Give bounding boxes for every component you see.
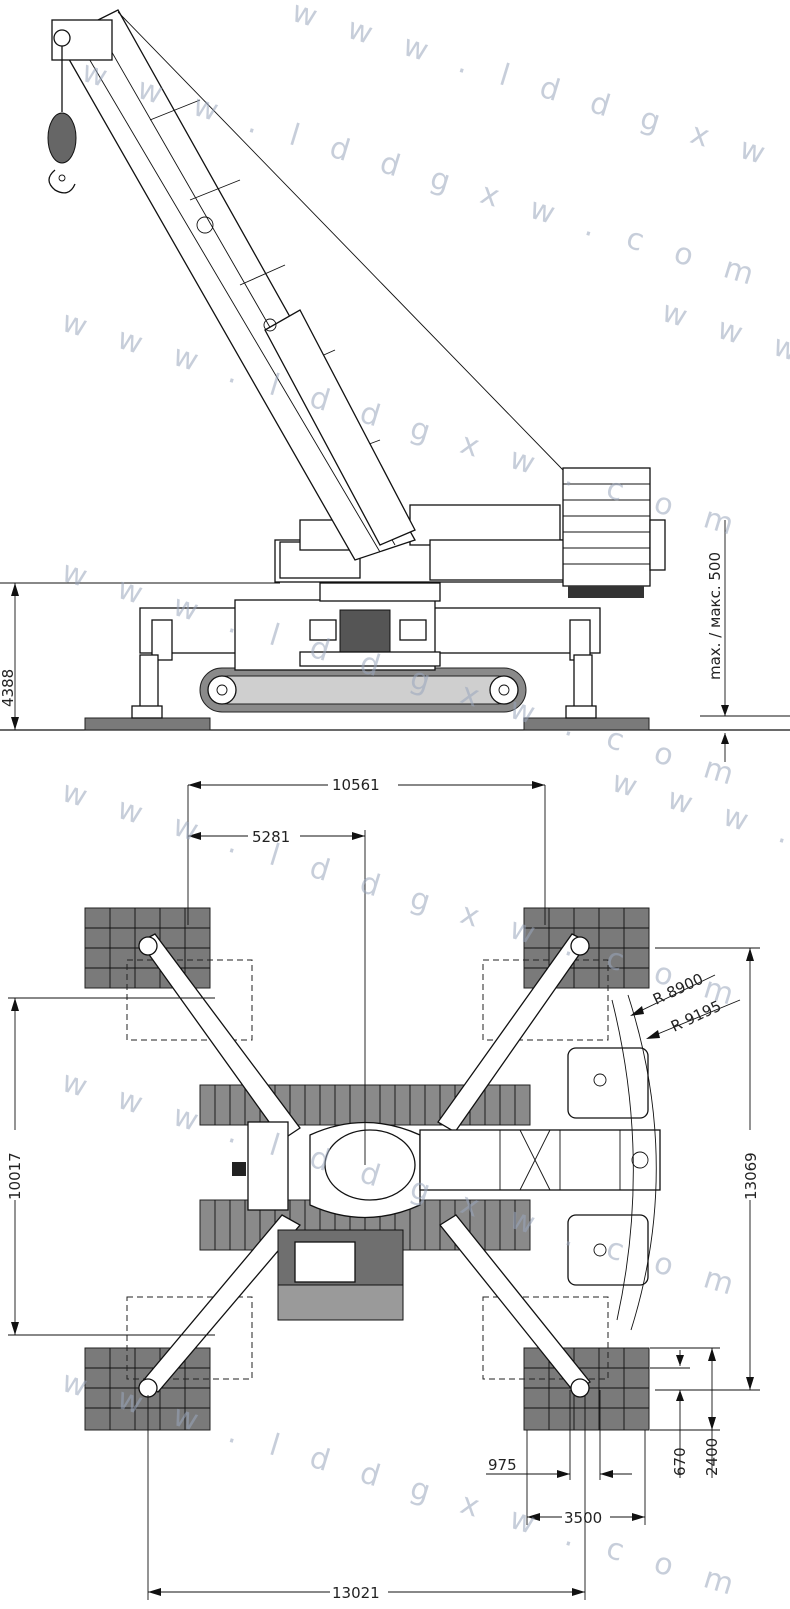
operator-cab <box>277 1229 404 1321</box>
top-pad-bottom-left <box>84 1347 211 1431</box>
outrigger-arms <box>138 933 591 1398</box>
upper-carriage-top <box>232 1121 661 1219</box>
dim-base-length-label: 13021 <box>332 1584 380 1602</box>
dim-track-gauge: 3500 <box>526 1430 646 1527</box>
counterweight-stack <box>562 467 666 598</box>
dim-outrigger-span: 10561 <box>187 774 546 925</box>
carbody <box>234 599 441 671</box>
dim-pad-depth-label: 2400 <box>703 1438 721 1476</box>
side-view: 4388 max. / макс. 500 <box>0 9 790 762</box>
counterweight-top <box>567 1047 649 1286</box>
pendant-line <box>117 11 564 471</box>
retracted-pad-br <box>482 1296 609 1380</box>
upper-structure <box>274 504 571 602</box>
top-view: 10561 5281 10017 13069 <box>5 774 760 1602</box>
dim-half-span-label: 5281 <box>252 828 290 846</box>
dim-pad-offset: 975 <box>486 1390 632 1480</box>
dim-ground-height: 4388 <box>0 583 19 730</box>
radius-arc-inner <box>611 999 634 1321</box>
retracted-pad-tl <box>126 959 253 1041</box>
dim-half-span: 5281 <box>188 826 365 846</box>
radius-arc-outer <box>627 994 657 1331</box>
retracted-pad-bl <box>126 1296 253 1380</box>
dim-outrigger-span-label: 10561 <box>332 776 380 794</box>
dim-ground-height-label: 4388 <box>0 669 17 707</box>
dim-track-gauge-label: 3500 <box>564 1509 602 1527</box>
dim-pad-depth: 2400 <box>650 1348 721 1478</box>
boom <box>57 9 416 561</box>
crawler-track <box>199 667 527 713</box>
side-pad-left <box>84 717 211 731</box>
dim-side-span: 10017 <box>5 997 215 1336</box>
dim-base-length: 13021 <box>147 1395 586 1602</box>
dim-max-pad: max. / макс. 500 <box>700 520 790 762</box>
hook-block <box>47 19 113 194</box>
dim-pad-small: 670 <box>650 1347 720 1478</box>
dim-total-length: 13069 <box>655 947 760 1391</box>
dim-total-length-label: 13069 <box>742 1152 760 1200</box>
dim-max-pad-label: max. / макс. 500 <box>706 552 724 680</box>
dim-side-span-label: 10017 <box>6 1152 24 1200</box>
dim-pad-offset-label: 975 <box>488 1456 517 1474</box>
retracted-pad-tr <box>482 959 609 1041</box>
dim-pad-small-label: 670 <box>671 1447 689 1476</box>
